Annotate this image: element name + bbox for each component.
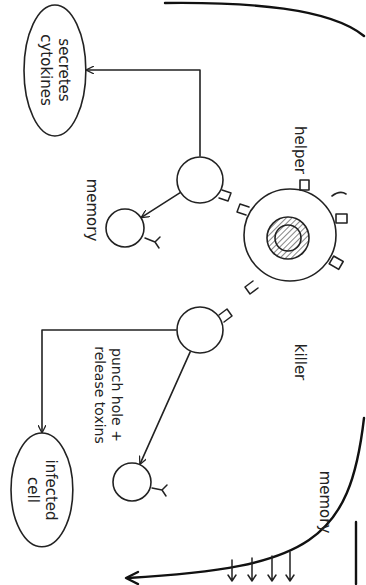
arrow-head	[126, 572, 138, 584]
arrow-connector	[140, 352, 190, 464]
small-arrow	[248, 558, 256, 581]
memory-cell: memory	[105, 208, 145, 248]
receptor-stub	[336, 214, 347, 223]
cell-label: killer	[291, 344, 309, 381]
cell-outline	[176, 306, 224, 354]
cell-outline	[177, 307, 223, 353]
infected-cell-bubble: infected cell	[10, 432, 74, 548]
outer-border	[126, 3, 364, 584]
mhc-receptor	[237, 204, 249, 215]
memory-cell: memory	[112, 462, 152, 502]
receptor-stub	[329, 256, 343, 269]
cell-outline	[105, 208, 145, 248]
memory-receptor	[152, 485, 167, 496]
node-text: secretes cytokines	[37, 28, 73, 112]
helper-t-cell: helper	[176, 156, 224, 204]
arrow-connector	[142, 193, 180, 217]
border-line	[355, 522, 357, 584]
receptor-stub	[332, 192, 346, 196]
cell-outline	[106, 209, 144, 247]
cell-outline	[112, 462, 152, 502]
small-arrow	[286, 552, 294, 581]
edge-label: punch hole + release toxins	[90, 333, 126, 457]
t-cell-receptor	[219, 190, 231, 201]
cytokine-bubble: secretes cytokines	[23, 4, 87, 137]
cell-label: memory	[316, 471, 334, 534]
small-arrow	[228, 560, 236, 581]
arrow-connector	[87, 70, 200, 156]
nucleus	[267, 217, 309, 259]
receptor-stub	[300, 180, 309, 190]
receptor-brackets	[145, 190, 258, 496]
node-text: infected cell	[24, 454, 60, 526]
nucleus-inner	[275, 225, 301, 251]
border-curve	[165, 3, 364, 36]
mhc-receptor	[245, 281, 258, 294]
cell-label: memory	[83, 179, 101, 242]
bubble-outline	[11, 433, 73, 547]
small-arrows	[228, 552, 294, 581]
cell-label: helper	[291, 126, 309, 174]
bubble-outline	[24, 5, 86, 136]
cell-outline	[177, 157, 223, 203]
memory-receptor	[145, 237, 160, 248]
small-arrow	[268, 556, 276, 581]
antigen-presenting-cell	[244, 180, 347, 281]
killer-t-cell: killer	[176, 306, 224, 354]
cell-outline	[113, 463, 151, 501]
cell-outline	[176, 156, 224, 204]
cell-outline	[244, 189, 336, 281]
border-curve	[128, 418, 364, 578]
